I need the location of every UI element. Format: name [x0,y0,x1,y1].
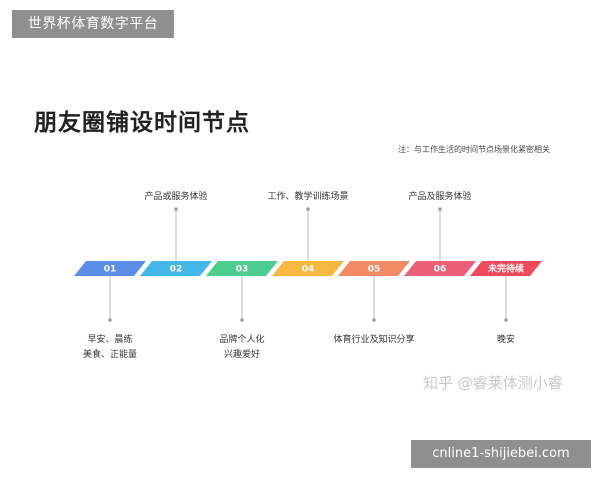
timeline-caption: 品牌个人化兴趣爱好 [219,333,264,363]
connector-dot [174,207,178,211]
timeline-caption-line: 早安、晨练 [87,335,133,345]
note-text: 注：与工作生活的时间节点场景化紧密相关 [398,145,550,154]
timeline-caption: 晚安 [497,333,515,348]
timeline-caption-line: 兴趣爱好 [223,350,261,360]
timeline-caption: 产品或服务体验 [144,190,207,205]
timeline-segment-label: 04 [302,265,315,275]
timeline-segment [338,261,410,276]
connector-dot [438,207,442,211]
timeline-caption: 工作、教学训练场景 [267,190,348,205]
connector-dot [240,318,244,322]
timeline-caption-line: 工作、教学训练场景 [267,192,349,202]
timeline-segment [206,261,278,276]
timeline-segment [470,261,542,276]
timeline-caption-line: 产品及服务体验 [408,192,472,202]
timeline-segment-label: 03 [236,265,249,275]
connector-dot [372,318,376,322]
connector-dot [108,318,112,322]
page-title: 朋友圈铺设时间节点 [34,110,250,136]
timeline-segment-label: 未完待续 [487,263,524,275]
connector-dot [306,207,310,211]
timeline-caption-line: 晚安 [496,335,516,345]
timeline-caption-line: 美食、正能量 [82,350,138,360]
timeline-caption: 体育行业及知识分享 [333,333,414,348]
timeline-segment-label: 01 [104,265,117,275]
timeline-segment [74,261,146,276]
watermark: 知乎 @睿莱体测小睿 [423,374,563,392]
timeline-caption: 产品及服务体验 [408,190,471,205]
timeline-segment [272,261,344,276]
timeline-segment-label: 06 [434,265,447,275]
timeline-segment-label: 05 [368,265,381,275]
timeline-segment [140,261,212,276]
timeline-caption-line: 体育行业及知识分享 [333,335,415,345]
timeline-caption-line: 产品或服务体验 [144,192,208,202]
site-banner: 世界杯体育数字平台 [12,10,174,38]
timeline-caption-line: 品牌个人化 [219,335,265,345]
connector-dot [504,318,508,322]
site-url-banner: cnline1-shijiebei.com [411,440,591,468]
timeline-segment [404,261,476,276]
timeline-caption: 早安、晨练美食、正能量 [83,333,137,363]
timeline-segment-label: 02 [170,265,183,275]
